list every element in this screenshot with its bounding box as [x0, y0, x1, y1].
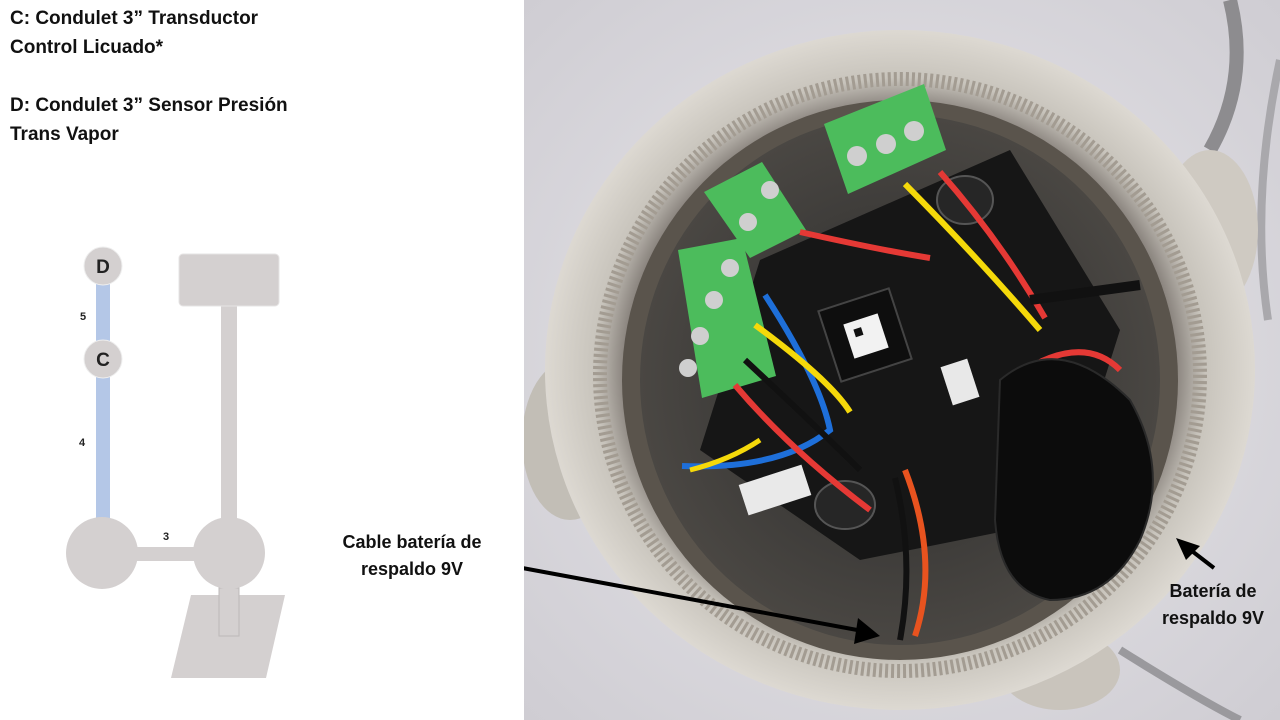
heading-d-line1: D: Condulet 3” Sensor Presión [10, 95, 288, 116]
horizontal-pipe [135, 547, 197, 561]
callout-cable-line2: respaldo 9V [360, 559, 464, 579]
qr-code [843, 313, 889, 359]
node-d-label: D [96, 257, 110, 278]
wire-red-3 [732, 383, 872, 513]
capacitor-bottom [814, 480, 876, 530]
housing-thread [593, 72, 1207, 678]
wire-yellow-2 [753, 322, 853, 414]
wire-blue-1 [681, 293, 834, 470]
callout-battery: Batería de respaldo 9V [1146, 578, 1280, 632]
callout-cable: Cable batería de respaldo 9V [322, 529, 502, 583]
arrow-cable-head [854, 618, 880, 644]
segment-5-label: 5 [80, 311, 86, 323]
black-cable-right [1029, 280, 1141, 305]
segment-3-label: 3 [163, 531, 169, 543]
heading-d-line2: Trans Vapor [10, 124, 119, 145]
gray-cable-right [1257, 59, 1280, 321]
wire-black-1 [742, 357, 863, 473]
base-stem [218, 587, 240, 637]
vertical-pipe-right [221, 300, 237, 528]
segment-4-label: 4 [79, 437, 86, 449]
qr-marker [853, 327, 864, 338]
junction-left [66, 517, 138, 589]
blue-pipe [96, 280, 110, 532]
node-c-label: C [96, 350, 110, 371]
arrow-cable-line [524, 566, 869, 634]
arrow-battery-head [1176, 538, 1200, 560]
junction-right [193, 517, 265, 589]
piping-diagram: D C 5 4 3 [66, 246, 285, 678]
wire-red-1 [799, 229, 931, 261]
gray-cable-top [1203, 0, 1244, 154]
white-connector-right [940, 358, 980, 406]
terminal-block-mid [704, 162, 806, 258]
node-d [83, 246, 123, 286]
heading-c-line2: Control Licuado* [10, 37, 164, 58]
wire-yellow-1 [902, 181, 1043, 332]
wire-yellow-3 [689, 437, 762, 473]
wire-black-battery [892, 477, 910, 641]
battery-9v [993, 358, 1154, 602]
terminal-block-left [678, 238, 776, 398]
terminal-block-top [824, 84, 946, 194]
callout-battery-line1: Batería de [1169, 581, 1257, 601]
condulet-photo [524, 0, 1280, 720]
white-connector-bottom [738, 464, 812, 516]
gray-cable-bottom [1117, 646, 1242, 720]
callout-cable-line1: Cable batería de [342, 532, 482, 552]
callout-battery-line2: respaldo 9V [1161, 608, 1265, 628]
top-box [178, 253, 280, 307]
heading-c-line1: C: Condulet 3” Transductor [10, 8, 259, 29]
node-c [83, 339, 123, 379]
wire-orange-battery [902, 468, 929, 637]
